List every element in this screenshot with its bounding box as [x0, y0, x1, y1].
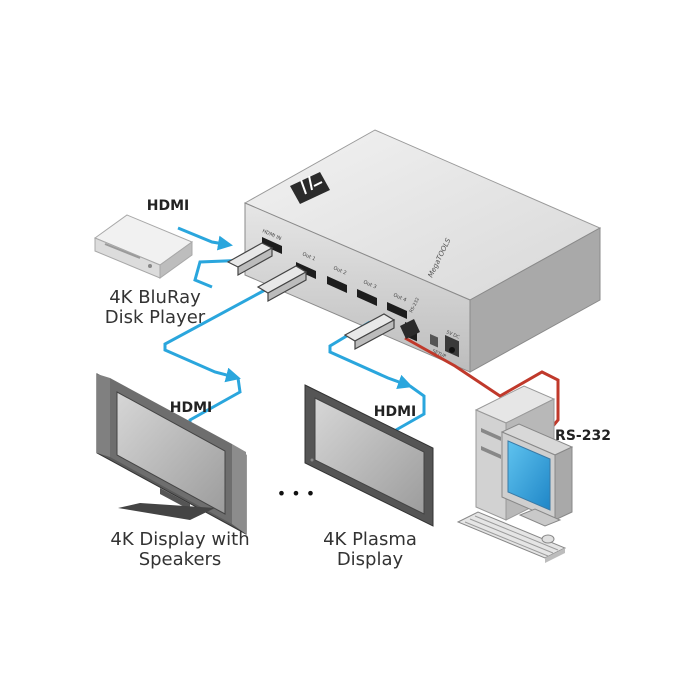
display2-label-line1: 4K Plasma	[323, 529, 417, 550]
hdmi-cable-input	[177, 226, 251, 289]
kramer-logo	[290, 172, 330, 204]
display2-label-line2: Display	[336, 549, 404, 570]
hdmi-display2-cable-label: HDMI	[373, 404, 417, 420]
bluray-player	[93, 214, 194, 279]
rs232-cable	[400, 319, 560, 433]
svg-text:Out 4: Out 4	[392, 292, 407, 303]
display2-label: 4K Plasma Display	[305, 531, 435, 569]
source-device-label: 4K BluRay Disk Player	[90, 289, 220, 327]
source-label-line1: 4K BluRay	[109, 287, 201, 308]
hdmi-cable-display2	[328, 320, 426, 432]
output-port-3: Out 3	[357, 279, 377, 306]
svg-text:SETUP: SETUP	[431, 348, 447, 359]
svg-text:Out 2: Out 2	[332, 265, 347, 276]
svg-text:Out 3: Out 3	[362, 279, 377, 290]
svg-text:5V DC: 5V DC	[445, 329, 460, 340]
hdmi-display1-cable-label: HDMI	[169, 400, 213, 416]
hdmi-connector-out1	[256, 265, 308, 303]
output-port-1: Out 1	[296, 251, 316, 279]
control-pc	[456, 385, 574, 563]
output-port-2: Out 2	[327, 265, 347, 293]
hdmi-connector-out4	[343, 313, 396, 351]
setup-switch: SETUP	[430, 334, 447, 360]
svg-text:Out 1: Out 1	[301, 251, 316, 262]
display1-label-line1: 4K Display with	[110, 529, 250, 550]
rs232-cable-label: RS-232	[555, 428, 611, 444]
power-jack: 5V DC	[445, 329, 460, 358]
more-displays-ellipsis: • • •	[276, 484, 316, 503]
output-port-4: Out 4	[387, 292, 407, 319]
plasma-display	[304, 384, 434, 527]
hdmi-connector-input	[226, 242, 274, 277]
display1-label-line2: Speakers	[138, 549, 222, 570]
display-with-speakers	[96, 373, 247, 535]
hdmi-splitter-device: HDMI IN Out 1 Out 2 Out 3 Out 4 MegaTOOL…	[243, 129, 602, 373]
display1-label: 4K Display with Speakers	[100, 531, 260, 569]
source-label-line2: Disk Player	[104, 307, 206, 328]
hdmi-input-cable-label: HDMI	[146, 198, 190, 214]
